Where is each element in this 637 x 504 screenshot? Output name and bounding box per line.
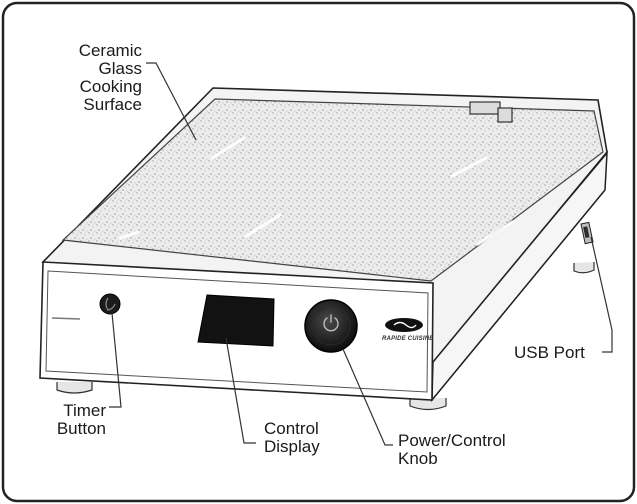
label-power-control-knob: Power/Control Knob — [398, 431, 506, 468]
control-display — [197, 294, 275, 347]
heating-zone-marks — [118, 136, 514, 246]
usb-port — [580, 221, 594, 245]
model-text: RAPIDE CUISINE — [382, 336, 434, 342]
timer-button[interactable] — [99, 293, 121, 315]
leader-timer-button — [109, 312, 122, 408]
leader-lines — [109, 62, 613, 446]
front-panel-bevel — [45, 270, 429, 393]
label-usb-port: USB Port — [514, 343, 585, 362]
label-timer-button: Timer Button — [56, 401, 106, 438]
power-cord-connector — [469, 101, 513, 123]
label-control-display: Control Display — [264, 419, 320, 456]
power-control-knob[interactable] — [304, 299, 358, 353]
brand-logo — [385, 318, 423, 332]
leader-cooking-surface — [146, 62, 197, 141]
label-ceramic-glass-cooking-surface: Ceramic Glass Cooking Surface — [78, 41, 142, 114]
leader-control-display — [225, 337, 256, 444]
leader-power-knob — [342, 348, 393, 446]
power-icon — [323, 314, 339, 332]
appliance-feet — [56, 262, 595, 411]
leader-usb-port — [590, 236, 613, 353]
ceramic-glass-surface — [61, 98, 604, 282]
